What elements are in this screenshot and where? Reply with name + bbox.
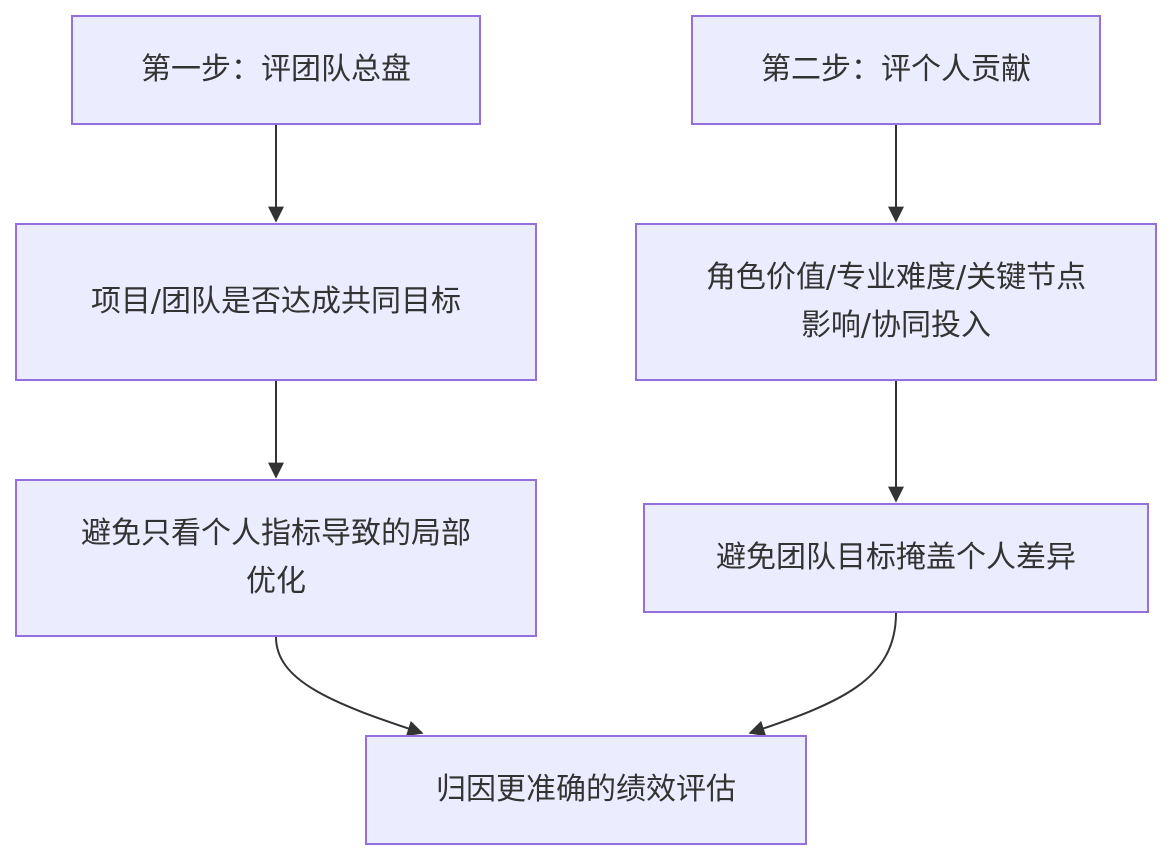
node-step2-individual-contribution: 第二步：评个人贡献 [691,15,1101,125]
node-avoid-mask-label: 避免团队目标掩盖个人差异 [716,540,1076,575]
node-step2-label: 第二步：评个人贡献 [761,52,1031,87]
node-result-label: 归因更准确的绩效评估 [436,772,736,807]
node-team-goal-label: 项目/团队是否达成共同目标 [90,284,462,319]
node-step1-label: 第一步：评团队总盘 [141,52,411,87]
node-team-goal: 项目/团队是否达成共同目标 [15,223,537,381]
node-step1-team-overall: 第一步：评团队总盘 [71,15,481,125]
edge-avoid-local-to-result [275,636,424,737]
node-avoid-local-label: 避免只看个人指标导致的局部优化 [81,516,471,599]
node-avoid-masking-differences: 避免团队目标掩盖个人差异 [643,503,1149,613]
node-result-accurate-evaluation: 归因更准确的绩效评估 [365,735,807,845]
edge-avoid-mask-to-result [748,612,897,737]
node-individual-factors: 角色价值/专业难度/关键节点影响/协同投入 [635,223,1157,381]
node-individual-factors-label: 角色价值/专业难度/关键节点影响/协同投入 [705,260,1087,343]
node-avoid-local-optimization: 避免只看个人指标导致的局部优化 [15,479,537,637]
